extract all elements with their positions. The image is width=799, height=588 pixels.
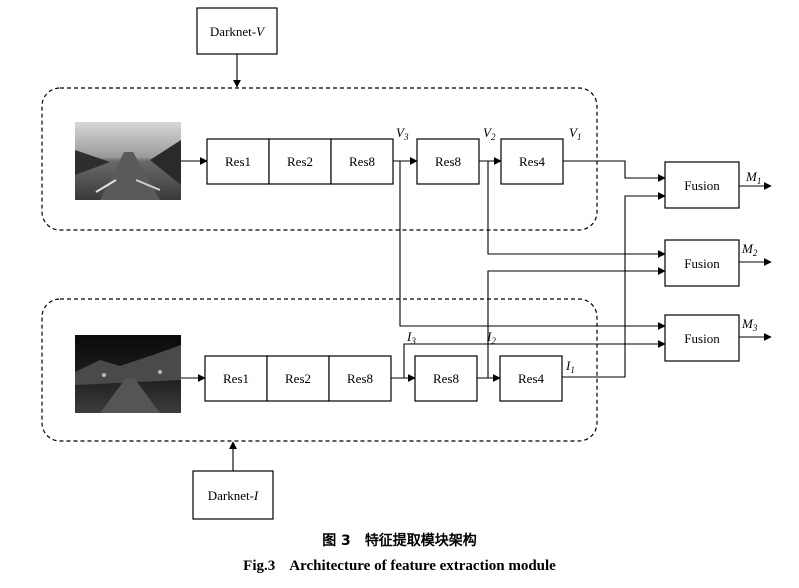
i-res8b-label: Res8: [433, 371, 459, 386]
i1-label: I1: [565, 358, 575, 375]
v1-label: V1: [569, 125, 581, 142]
darknet-v-box: [196, 7, 278, 55]
caption-chinese: 图 3 特征提取模块架构: [0, 530, 799, 550]
v-res2-label: Res2: [287, 154, 313, 169]
fusion-label-2: Fusion: [684, 256, 720, 271]
i-res8b-block: [414, 355, 478, 402]
caption-cn-number: 图 3: [322, 533, 351, 549]
i-res8-block: [328, 355, 392, 402]
v-res1-label: Res1: [225, 154, 251, 169]
v-res4-label: Res4: [519, 154, 546, 169]
v-res4-block: [500, 138, 564, 185]
i-res1-label: Res1: [223, 371, 249, 386]
i2-to-fusion2: [487, 267, 666, 378]
darknet-v-label: Darknet-V: [210, 24, 266, 39]
m3-label: M3: [741, 316, 758, 333]
v3-to-fusion3: [399, 161, 666, 330]
infrared-branch-group: [41, 298, 598, 442]
v-res1-block: [206, 138, 270, 185]
caption-cn-text: 特征提取模块架构: [364, 533, 477, 549]
i-res1-block: [204, 355, 268, 402]
fusion-box-2: [664, 239, 740, 287]
i1-to-fusion1: [562, 192, 666, 378]
visible-branch-group: [41, 87, 598, 231]
caption-en-number: Fig.3: [243, 558, 276, 574]
infrared-road-image: [75, 335, 181, 413]
caption-english: Fig.3 Architecture of feature extraction …: [0, 558, 799, 575]
i2-label: I2: [486, 329, 496, 346]
v-res2-block: [268, 138, 332, 185]
m2-label: M2: [741, 241, 758, 258]
v2-label: V2: [483, 125, 496, 142]
v1-to-fusion1: [563, 160, 666, 182]
i3-label: I3: [406, 329, 416, 346]
v-res8b-label: Res8: [435, 154, 461, 169]
v-res8-label: Res8: [349, 154, 375, 169]
fusion-box-1: [664, 161, 740, 209]
v-res8b-block: [416, 138, 480, 185]
i-res2-block: [266, 355, 330, 402]
darknet-i-label: Darknet-I: [208, 488, 259, 503]
v-res8-block: [330, 138, 394, 185]
i-res8-label: Res8: [347, 371, 373, 386]
fusion-label-1: Fusion: [684, 178, 720, 193]
m1-label: M1: [745, 169, 761, 186]
darknet-i-box: [192, 470, 274, 520]
feature-extraction-diagram: Darknet-V Res1 Res2 Res8 Res8 Res4 V3 V2…: [41, 7, 772, 520]
fusion-label-3: Fusion: [684, 331, 720, 346]
i-res4-label: Res4: [518, 371, 545, 386]
v3-label: V3: [396, 125, 409, 142]
fusion-box-3: [664, 314, 740, 362]
i-res2-label: Res2: [285, 371, 311, 386]
visible-road-image: [75, 122, 181, 200]
v2-to-fusion2: [487, 161, 666, 258]
caption-en-text: Architecture of feature extraction modul…: [289, 558, 556, 574]
i3-to-fusion3: [403, 340, 666, 378]
i-res4-block: [499, 355, 563, 402]
